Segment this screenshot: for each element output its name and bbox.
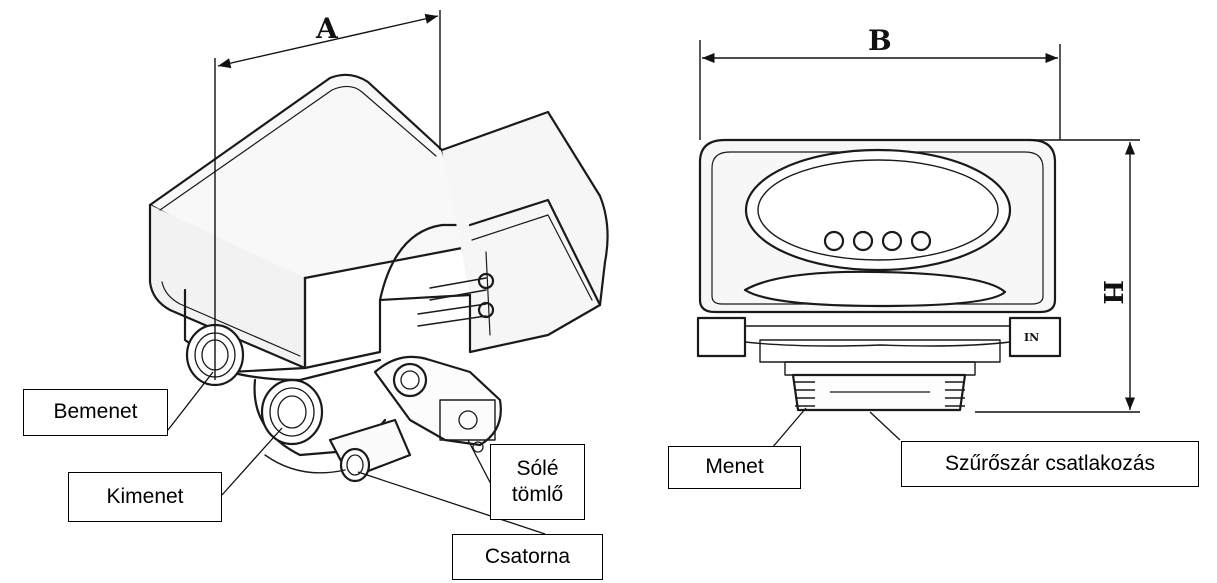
label-csatorna: Csatorna xyxy=(452,534,603,580)
dimension-b-label: B xyxy=(868,24,892,57)
dimension-h-label: H xyxy=(1097,280,1127,305)
label-bemenet: Bemenet xyxy=(23,389,168,436)
valve-front-view xyxy=(696,138,1062,412)
label-szuroszar-csatlakozas: Szűrőszár csatlakozás xyxy=(901,441,1199,487)
valve-perspective-view xyxy=(148,73,609,483)
label-sole-line2: tömlő xyxy=(511,483,564,506)
label-sole-line1: Sólé xyxy=(516,456,559,480)
dimension-b xyxy=(699,40,1061,140)
inlet-marking: IN xyxy=(1024,331,1039,344)
label-menet: Menet xyxy=(668,446,801,489)
dimension-h xyxy=(975,139,1140,413)
label-kimenet: Kimenet xyxy=(68,472,222,522)
leader-lines xyxy=(167,371,901,535)
dimension-a-label: A xyxy=(315,12,339,45)
dimension-a xyxy=(214,10,441,380)
label-sole-tomlo: Sólé tömlő xyxy=(490,444,585,520)
